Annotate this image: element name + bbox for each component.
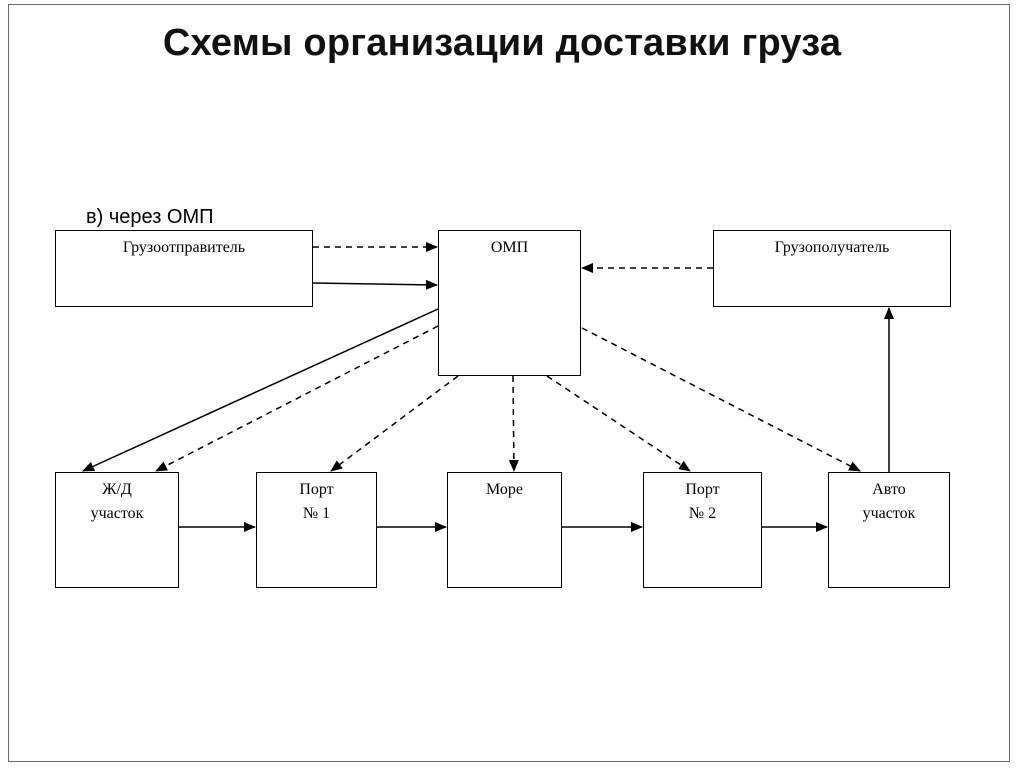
node-consignee-label: Грузополучатель — [774, 239, 890, 256]
node-sea-label: Море — [486, 481, 523, 498]
node-auto-section: Авто участок — [828, 472, 950, 588]
diagram-subtitle: в) через ОМП — [86, 206, 214, 228]
node-omp: ОМП — [438, 230, 581, 376]
node-shipper: Грузоотправитель — [55, 230, 313, 307]
node-auto-line-2: участок — [862, 505, 916, 522]
slide-frame — [8, 4, 1010, 762]
node-auto-line-1: Авто — [872, 481, 906, 498]
node-port-2: Порт № 2 — [643, 472, 762, 588]
node-port-1-line-2: № 1 — [302, 505, 331, 522]
node-port-2-line-1: Порт — [685, 481, 720, 498]
node-omp-label: ОМП — [490, 239, 529, 256]
node-shipper-label: Грузоотправитель — [122, 239, 246, 256]
node-rail-line-2: участок — [90, 505, 144, 522]
node-port-1-line-1: Порт — [299, 481, 334, 498]
node-rail-section: Ж/Д участок — [55, 472, 179, 588]
node-rail-line-1: Ж/Д — [102, 481, 132, 498]
node-consignee: Грузополучатель — [713, 230, 951, 307]
node-port-2-line-2: № 2 — [688, 505, 717, 522]
slide-title: Схемы организации доставки груза — [162, 22, 842, 64]
node-port-1: Порт № 1 — [256, 472, 377, 588]
node-sea: Море — [447, 472, 562, 588]
